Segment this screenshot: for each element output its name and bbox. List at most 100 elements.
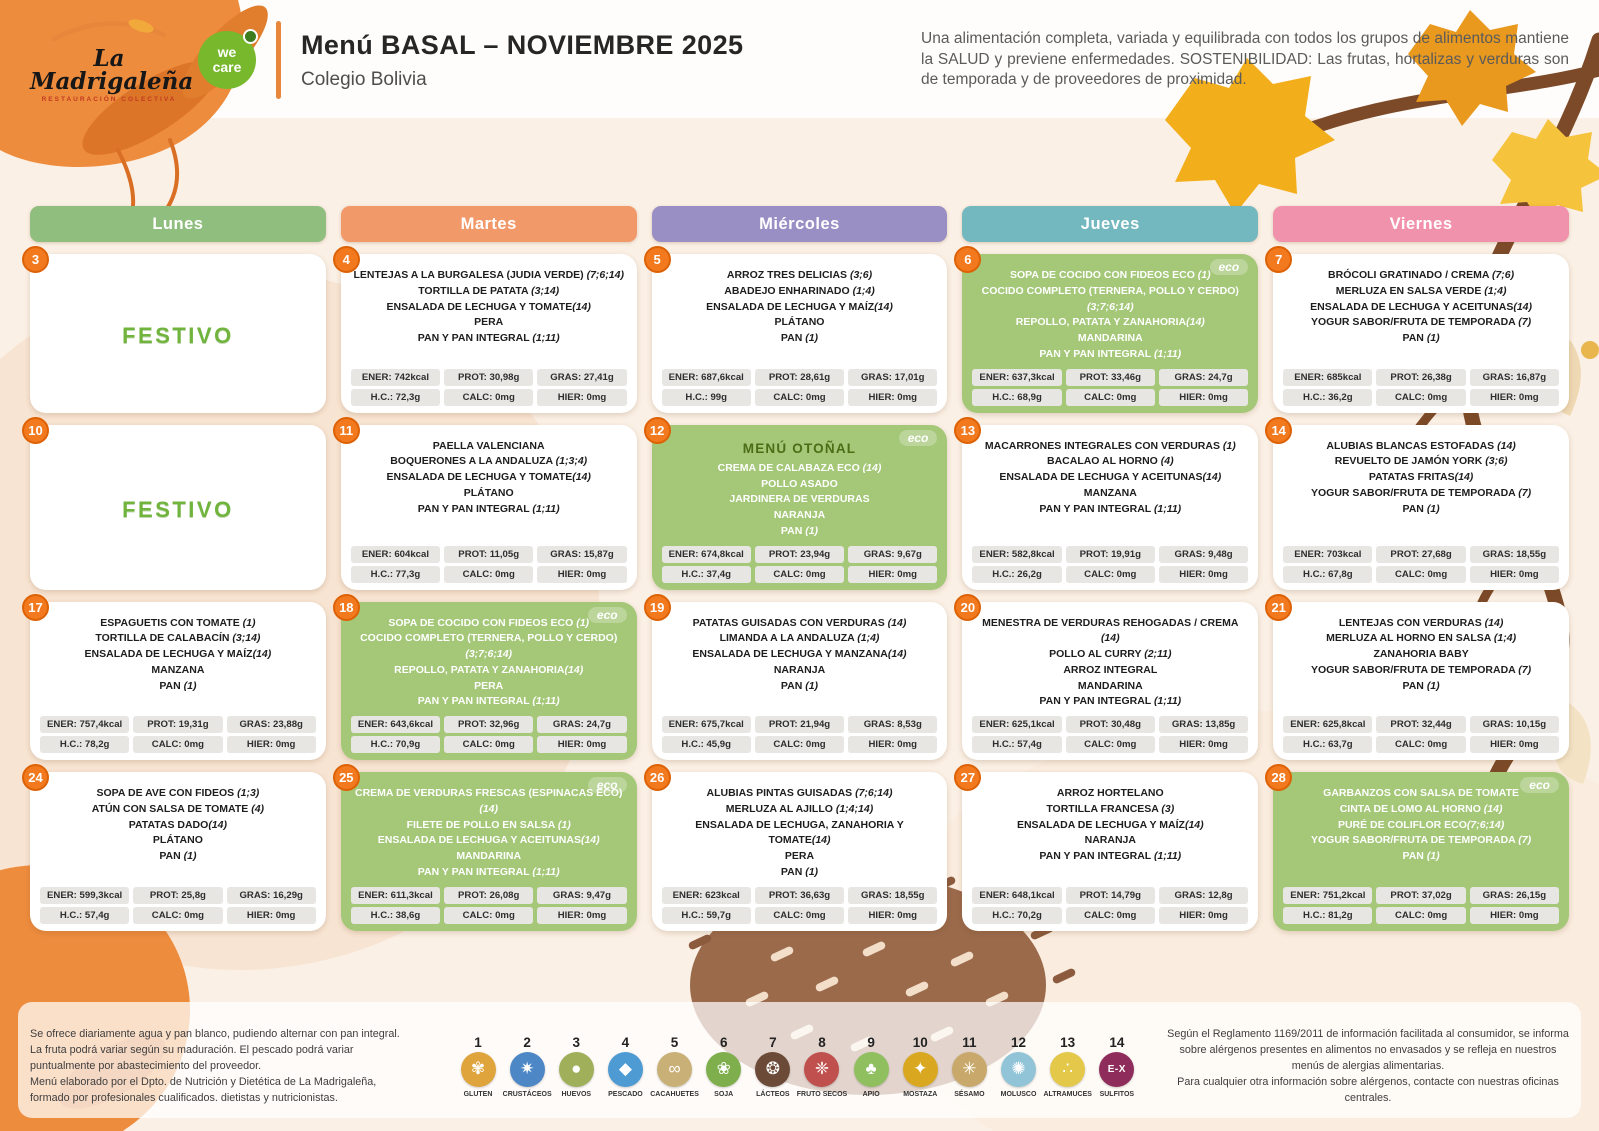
- menu-item: ALUBIAS BLANCAS ESTOFADAS (14): [1326, 439, 1516, 452]
- day-number-badge: 20: [954, 593, 982, 621]
- allergen-label: SÉSAMO: [954, 1090, 985, 1098]
- menu-item: PERA: [784, 850, 815, 862]
- menu-item: MACARRONES INTEGRALES CON VERDURAS (1): [984, 439, 1236, 452]
- menu-item: PAN (1): [780, 865, 819, 878]
- brand-name: La Madrigaleña: [30, 44, 194, 95]
- menu-item: PLÁTANO: [774, 316, 825, 329]
- nutrition-cell-prot: PROT: 11,05g: [444, 545, 534, 563]
- menu-item: ZANAHORIA BABY: [1373, 648, 1469, 660]
- nutrition-cell-gras: GRAS: 15,87g: [537, 545, 627, 563]
- menu-items: PATATAS GUISADAS CON VERDURAS (14) LIMAND…: [662, 615, 938, 714]
- nutrition-cell-calc: CALC: 0mg: [1376, 565, 1466, 583]
- menu-item: PERA: [474, 679, 504, 692]
- allergen-label: CACAHUETES: [650, 1090, 699, 1098]
- nutrition-cell-ener: ENER: 623kcal: [661, 886, 751, 904]
- festivo-label: FESTIVO: [122, 497, 234, 522]
- day-number-badge: 4: [332, 246, 360, 273]
- crustáceos-icon: ✷: [509, 1051, 545, 1087]
- wecare-badge: we care: [198, 29, 258, 89]
- wecare-label: we care: [212, 44, 242, 75]
- menu-item: ENSALADA DE LECHUGA Y ACEITUNAS(14): [377, 834, 600, 847]
- menu-items: MENESTRA DE VERDURAS REHOGADAS / CREMA (…: [972, 615, 1248, 714]
- nutrition-cell-gras: GRAS: 17,01g: [848, 368, 938, 386]
- nutrition-cell-calc: CALC: 0mg: [444, 388, 534, 406]
- menu-item: ALUBIAS PINTAS GUISADAS (7;6;14): [706, 787, 893, 799]
- header-divider: [276, 21, 281, 99]
- nutrition-cell-ener: ENER: 637,3kcal: [972, 368, 1062, 386]
- nutrition-cell-gras: GRAS: 10,15g: [1469, 716, 1559, 733]
- allergen-label: ALTRAMUCES: [1043, 1090, 1092, 1098]
- allergen-number: 10: [912, 1034, 928, 1050]
- allergen-number: 2: [523, 1034, 531, 1050]
- menu-item: JARDINERA DE VERDURAS: [729, 493, 870, 506]
- day-number-badge: 25: [332, 764, 360, 791]
- nutrition-cell-gras: GRAS: 26,15g: [1469, 886, 1559, 904]
- menu-item: COCIDO COMPLETO (TERNERA, POLLO Y CERDO)…: [981, 284, 1239, 313]
- day-number-badge: 10: [22, 416, 49, 444]
- nutrition-cell-gras: GRAS: 13,85g: [1158, 716, 1249, 733]
- nutrition-cell-gras: GRAS: 8,53g: [848, 716, 938, 733]
- menu-item: PATATAS GUISADAS CON VERDURAS (14): [692, 616, 907, 629]
- menu-items: ALUBIAS PINTAS GUISADAS (7;6;14)MERLUZA …: [662, 785, 938, 884]
- day-number-badge: 27: [954, 764, 982, 791]
- menu-item: MANDARINA: [1077, 332, 1143, 344]
- nutrition-cell-hc: H.C.: 59,7g: [661, 906, 751, 924]
- soja-icon: ❀: [706, 1051, 742, 1087]
- nutrition-cell-hc: H.C.: 68,9g: [972, 388, 1062, 406]
- menu-item: BOQUERONES A LA ANDALUZA (1;3;4): [390, 455, 588, 468]
- menu-item: PAN Y PAN INTEGRAL (1;11): [1039, 850, 1182, 862]
- nutrition-cell-ener: ENER: 675,7kcal: [661, 716, 751, 733]
- nutrition-cell-calc: CALC: 0mg: [754, 736, 845, 753]
- nutrition-cell-hier: HIER: 0mg: [1158, 906, 1249, 924]
- menu-item: PATATAS FRITAS(14): [1368, 471, 1474, 483]
- nutrition-cell-hier: HIER: 0mg: [1469, 565, 1559, 583]
- menu-items: BRÓCOLI GRATINADO / CREMA (7;6)MERLUZA E…: [1283, 267, 1559, 366]
- menu-item: LIMANDA A LA ANDALUZA (1;4): [719, 632, 880, 645]
- menu-items: MACARRONES INTEGRALES CON VERDURAS (1)BA…: [972, 438, 1248, 543]
- mostaza-icon: ✦: [902, 1051, 938, 1087]
- menu-item: ARROZ INTEGRAL: [1063, 663, 1158, 676]
- menu-item: PAN (1): [1402, 502, 1440, 515]
- nutrition-cell-prot: PROT: 26,38g: [1376, 368, 1466, 386]
- menu-item: MANDARINA: [456, 850, 522, 862]
- nutrition-cell-prot: PROT: 14,79g: [1065, 886, 1155, 904]
- nutrition-cell-ener: ENER: 625,1kcal: [972, 716, 1062, 733]
- menu-items: ARROZ TRES DELICIAS (3;6)ABADEJO ENHARIN…: [662, 267, 938, 366]
- turtle-icon: [243, 29, 258, 44]
- nutrition-cell-calc: CALC: 0mg: [754, 906, 845, 924]
- menu-item: NARANJA: [1084, 834, 1136, 847]
- menu-item: PLÁTANO: [152, 834, 203, 847]
- menu-item: SOPA DE COCIDO CON FIDEOS ECO (1): [1009, 269, 1211, 281]
- nutrition-cell-calc: CALC: 0mg: [133, 736, 223, 753]
- nutrition-cell-hier: HIER: 0mg: [537, 565, 627, 583]
- nutrition-cell-calc: CALC: 0mg: [1376, 736, 1466, 753]
- menu-item: POLLO AL CURRY (2;11): [1049, 648, 1172, 660]
- nutrition-cell-calc: CALC: 0mg: [1065, 565, 1155, 583]
- nutrition-cell-gras: GRAS: 18,55g: [1469, 545, 1559, 563]
- menu-item: LENTEJAS A LA BURGALESA (JUDIA VERDE) (7…: [353, 269, 624, 281]
- menu-item: ENSALADA DE LECHUGA Y TOMATE(14): [386, 471, 591, 483]
- weekday-header-lunes: Lunes: [30, 206, 326, 242]
- day-number-badge: 6: [954, 246, 982, 273]
